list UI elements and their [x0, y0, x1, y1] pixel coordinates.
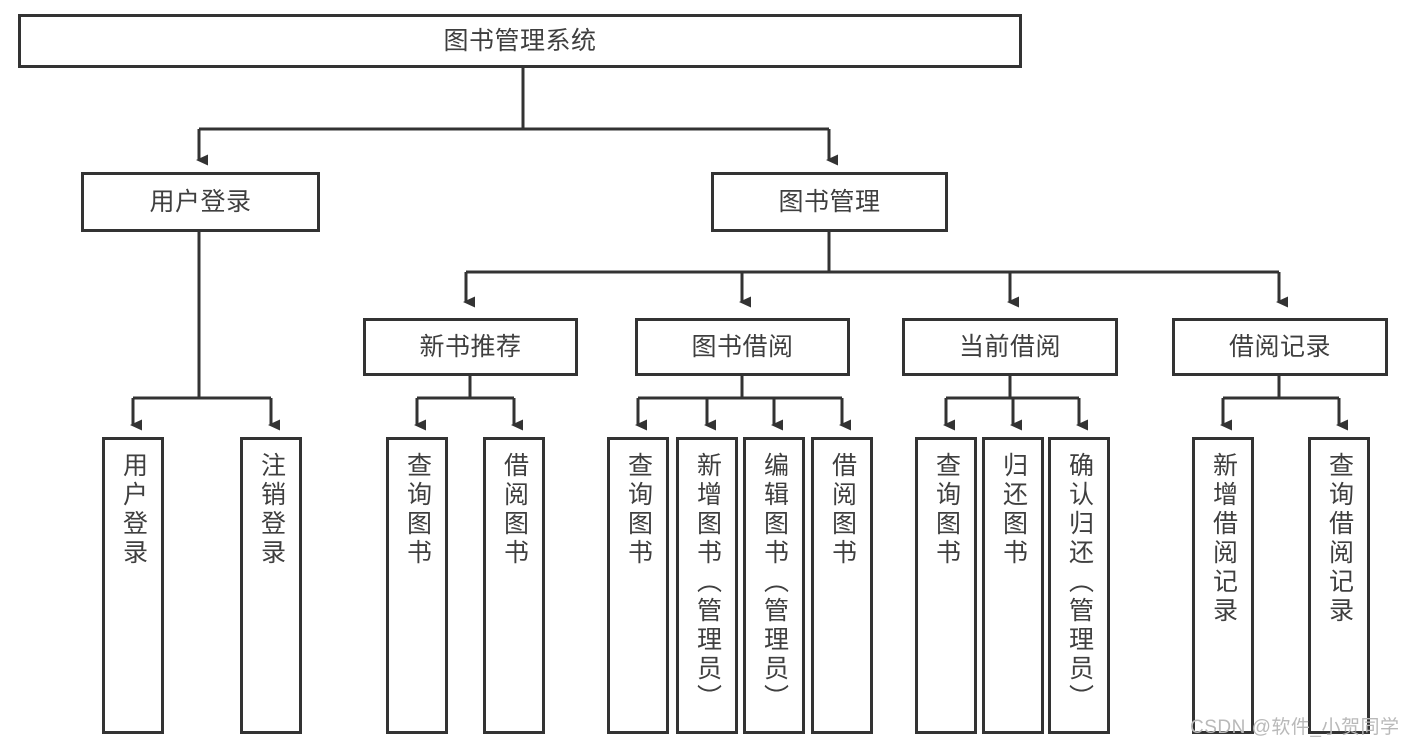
node-label: 归还图书: [999, 452, 1028, 568]
leaf-new-book-query-book[interactable]: 查询图书: [386, 437, 448, 734]
leaf-current-borrow-confirm-return-admin[interactable]: 确认归还（管理员）: [1048, 437, 1110, 734]
node-label: 编辑图书（管理员）: [760, 452, 789, 713]
node-label: 当前借阅: [958, 332, 1061, 361]
node-current-borrow[interactable]: 当前借阅: [902, 318, 1118, 376]
csdn-watermark: CSDN @软件_小贺同学: [1190, 717, 1400, 738]
node-label: 图书借阅: [691, 332, 794, 361]
leaf-borrow-record-query-record[interactable]: 查询借阅记录: [1308, 437, 1370, 734]
node-user-login[interactable]: 用户登录: [81, 172, 320, 232]
node-root-book-management-system[interactable]: 图书管理系统: [18, 14, 1022, 68]
node-label: 查询图书: [624, 452, 653, 568]
leaf-borrow-record-add-record[interactable]: 新增借阅记录: [1192, 437, 1254, 734]
leaf-user-login-logout[interactable]: 注销登录: [240, 437, 302, 734]
leaf-user-login-login[interactable]: 用户登录: [102, 437, 164, 734]
leaf-new-book-borrow-book[interactable]: 借阅图书: [483, 437, 545, 734]
node-label: 注销登录: [257, 452, 286, 568]
node-label: 确认归还（管理员）: [1065, 452, 1094, 713]
leaf-book-borrow-query-book[interactable]: 查询图书: [607, 437, 669, 734]
node-label: 新书推荐: [419, 332, 522, 361]
node-label: 查询借阅记录: [1325, 452, 1354, 626]
node-label: 查询图书: [932, 452, 961, 568]
node-label: 图书管理系统: [443, 26, 597, 55]
leaf-current-borrow-query-book[interactable]: 查询图书: [915, 437, 977, 734]
node-label: 借阅图书: [500, 452, 529, 568]
node-book-borrow[interactable]: 图书借阅: [635, 318, 850, 376]
node-label: 借阅记录: [1228, 332, 1331, 361]
node-book-management[interactable]: 图书管理: [711, 172, 948, 232]
leaf-current-borrow-return-book[interactable]: 归还图书: [982, 437, 1044, 734]
node-label: 图书管理: [778, 187, 881, 216]
node-new-book-recommend[interactable]: 新书推荐: [363, 318, 578, 376]
node-label: 查询图书: [403, 452, 432, 568]
node-label: 新增借阅记录: [1209, 452, 1238, 626]
node-label: 借阅图书: [828, 452, 857, 568]
node-label: 新增图书（管理员）: [693, 452, 722, 713]
leaf-book-borrow-edit-book-admin[interactable]: 编辑图书（管理员）: [743, 437, 805, 734]
leaf-book-borrow-borrow-book[interactable]: 借阅图书: [811, 437, 873, 734]
node-label: 用户登录: [149, 187, 252, 216]
node-borrow-record[interactable]: 借阅记录: [1172, 318, 1388, 376]
leaf-book-borrow-add-book-admin[interactable]: 新增图书（管理员）: [676, 437, 738, 734]
node-label: 用户登录: [119, 452, 148, 568]
